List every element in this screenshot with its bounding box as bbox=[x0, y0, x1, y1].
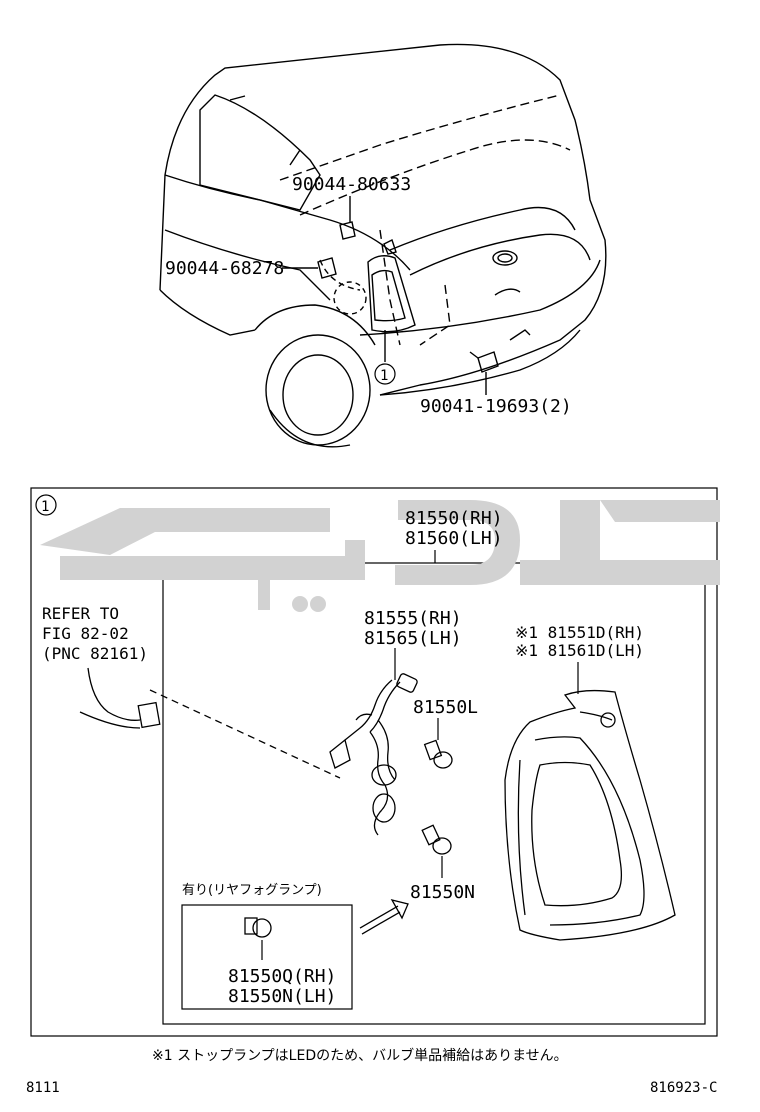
watermark-logo bbox=[40, 500, 720, 612]
part-number-bulb-n: 81550N bbox=[410, 882, 475, 903]
car-rear-illustration bbox=[159, 43, 607, 448]
part-number-lens-rh: ※1 81551D(RH) bbox=[515, 623, 644, 642]
bulb-n-drawing bbox=[421, 824, 452, 855]
tail-lamp-lens-drawing bbox=[504, 689, 676, 941]
part-number-bulb-l: 81550L bbox=[413, 697, 478, 718]
part-number-screw-lower: 90041-19693(2) bbox=[420, 396, 572, 417]
footer-figure-code: 816923-C bbox=[650, 1080, 717, 1096]
fog-lamp-heading: 有り(リヤフォグランプ) bbox=[182, 883, 322, 898]
fog-lamp-box bbox=[181, 904, 353, 1010]
part-number-assembly-lh: 81560(LH) bbox=[405, 528, 503, 549]
refer-text-line-1: REFER TO bbox=[42, 604, 119, 623]
callout-circle-top bbox=[374, 363, 396, 385]
part-number-bolt-upper: 90044-80633 bbox=[292, 174, 411, 195]
detail-inner-frame bbox=[162, 562, 706, 1025]
part-number-assembly-rh: 81550(RH) bbox=[405, 508, 503, 529]
part-number-socket-lh: 81565(LH) bbox=[364, 628, 462, 649]
part-number-lens-lh: ※1 81561D(LH) bbox=[515, 641, 644, 660]
part-number-socket-rh: 81555(RH) bbox=[364, 608, 462, 629]
footnote-text: ※1 ストップランプはLEDのため、バルブ単品補給はありません。 bbox=[152, 1047, 568, 1064]
external-connector-drawing bbox=[79, 667, 341, 779]
callout-number-detail: 1 bbox=[41, 499, 49, 515]
footer-page-code: 8111 bbox=[26, 1080, 60, 1096]
detail-outer-frame bbox=[30, 487, 718, 1037]
refer-text-line-3: (PNC 82161) bbox=[42, 644, 148, 663]
arrow-icon bbox=[359, 899, 409, 935]
callout-circle-detail bbox=[35, 494, 57, 516]
callout-number-top: 1 bbox=[380, 368, 388, 384]
socket-wire-harness bbox=[329, 673, 418, 836]
bulb-l-drawing bbox=[423, 739, 453, 769]
part-number-fog-rh: 81550Q(RH) bbox=[228, 966, 336, 987]
fog-bulb-drawing bbox=[244, 917, 272, 938]
part-number-fog-lh: 81550N(LH) bbox=[228, 986, 336, 1007]
part-number-clip-upper: 90044-68278 bbox=[165, 258, 284, 279]
refer-text-line-2: FIG 82-02 bbox=[42, 624, 129, 643]
